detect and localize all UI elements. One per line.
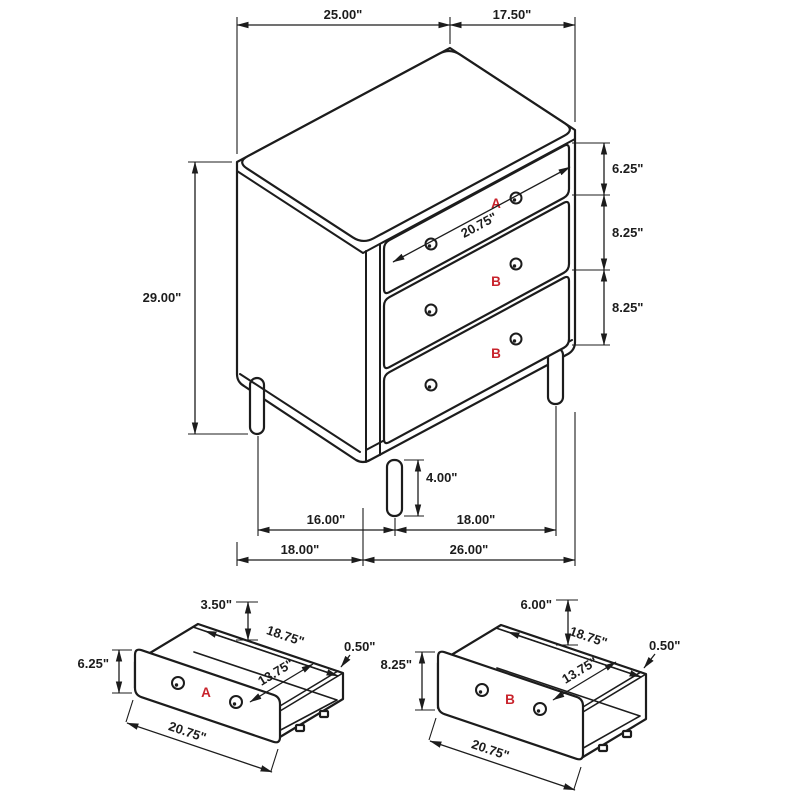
dim-leg-height: 4.00" [426,470,457,485]
extension-lines-top [236,17,576,154]
knob-dot [512,264,517,268]
dim-line-drawer-width [392,166,571,263]
dim-line-front-width [126,722,273,773]
dim-a-interior-height: 3.50" [201,597,232,612]
chest-isometric-view: A B B 25.00" 17.50" 29.00" 6.25" 8.25" 8… [143,7,643,566]
dim-b-wall-thickness: 0.50" [649,638,680,653]
dim-line-interior-width [204,630,339,677]
dim-b-interior-width: 18.75" [568,623,609,650]
extension-lines-leg [404,459,424,517]
drawer-b-detail-view: B 6.00" 18.75" 0.50" 13.75" 8.25" 20.75" [381,597,680,791]
dim-leg-span-side: 16.00" [307,512,346,527]
drawer-glide [318,709,330,719]
knob-icon [533,702,547,716]
extension-lines-drawers [572,142,610,346]
dim-line-interior-depth [552,661,617,701]
dim-line-interior-width [507,631,642,678]
chest-leg-back-left [248,376,266,436]
drawer-b-front-panel [436,650,585,761]
bottom-rail-side [239,373,361,453]
dim-top-width: 25.00" [324,7,363,22]
dim-a-interior-width: 18.75" [265,622,306,649]
drawer-glide [597,743,609,753]
dim-overall-depth: 18.00" [281,542,320,557]
dim-a-wall-thickness: 0.50" [344,639,375,654]
dim-a-front-width: 20.75" [167,718,208,745]
dim-b-interior-height: 6.00" [521,597,552,612]
knob-icon [424,378,438,392]
knob-icon [475,683,489,697]
chest-leg-front [385,458,404,518]
dim-a-front-height: 6.25" [78,656,109,671]
drawer-label-b-bottom: B [491,346,501,361]
knob-icon [424,303,438,317]
drawer-label-b-middle: B [491,274,501,289]
knob-dot [174,683,179,687]
knob-dot [427,385,432,389]
dim-line-interior-depth [249,663,314,703]
drawer-glide [621,729,633,739]
extension-lines [415,651,435,711]
drawer-glide [294,723,306,733]
drawer-b-detail-label: B [505,692,515,707]
knob-icon [171,676,185,690]
leader-wall-thickness [643,653,656,669]
front-corner-post [365,243,381,463]
extension-lines [112,649,132,694]
dim-bottom-drawer-height: 8.25" [612,300,643,315]
dim-line-front-width [429,740,576,791]
drawer-a-detail-view: A 3.50" 18.75" 0.50" 13.75" 6.25" 20.75" [78,597,375,773]
chest-top-face [241,49,571,243]
knob-dot [512,198,517,202]
knob-icon [509,332,523,346]
knob-dot [512,339,517,343]
drawer-front-bottom [382,275,571,445]
dim-overall-width: 26.00" [450,542,489,557]
dim-b-front-height: 8.25" [381,657,412,672]
leader-wall-thickness [340,654,351,668]
dim-top-drawer-height: 6.25" [612,161,643,176]
dim-b-front-width: 20.75" [470,736,511,763]
drawer-a-detail-label: A [201,685,211,700]
knob-dot [232,702,237,706]
knob-dot [427,310,432,314]
knob-dot [427,244,432,248]
extension-lines [236,601,258,641]
knob-icon [229,695,243,709]
dim-overall-height: 29.00" [143,290,182,305]
knob-dot [478,690,483,694]
dim-leg-span-front: 18.00" [457,512,496,527]
dim-top-depth: 17.50" [493,7,532,22]
dim-middle-drawer-height: 8.25" [612,225,643,240]
knob-dot [536,709,541,713]
